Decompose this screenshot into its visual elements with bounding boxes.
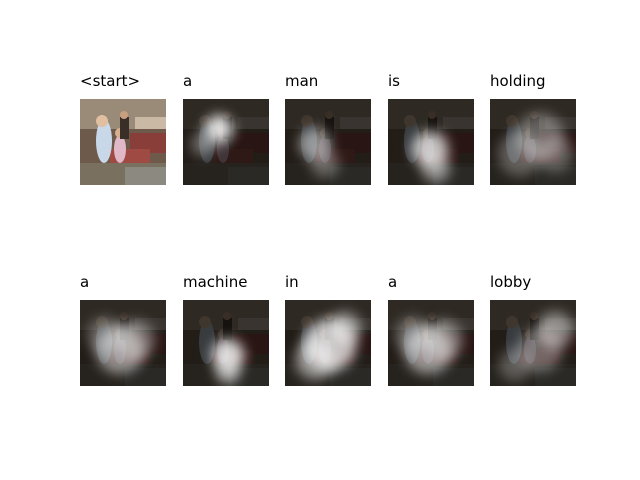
- attention-map: [80, 300, 166, 386]
- attention-map: [490, 99, 576, 185]
- caption-word: holding: [490, 72, 546, 90]
- attention-map: [490, 300, 576, 386]
- attention-map: [183, 300, 269, 386]
- attention-map: [285, 300, 371, 386]
- attention-map: [388, 300, 474, 386]
- attention-map: [183, 99, 269, 185]
- caption-word: machine: [183, 273, 248, 291]
- source-photo: [80, 99, 166, 185]
- caption-word: in: [285, 273, 299, 291]
- caption-word: is: [388, 72, 400, 90]
- attention-map: [285, 99, 371, 185]
- caption-word: man: [285, 72, 319, 90]
- attention-map: [388, 99, 474, 185]
- caption-word: a: [388, 273, 398, 291]
- caption-word: a: [183, 72, 193, 90]
- caption-word: lobby: [490, 273, 532, 291]
- caption-word: a: [80, 273, 90, 291]
- caption-word: <start>: [80, 72, 141, 90]
